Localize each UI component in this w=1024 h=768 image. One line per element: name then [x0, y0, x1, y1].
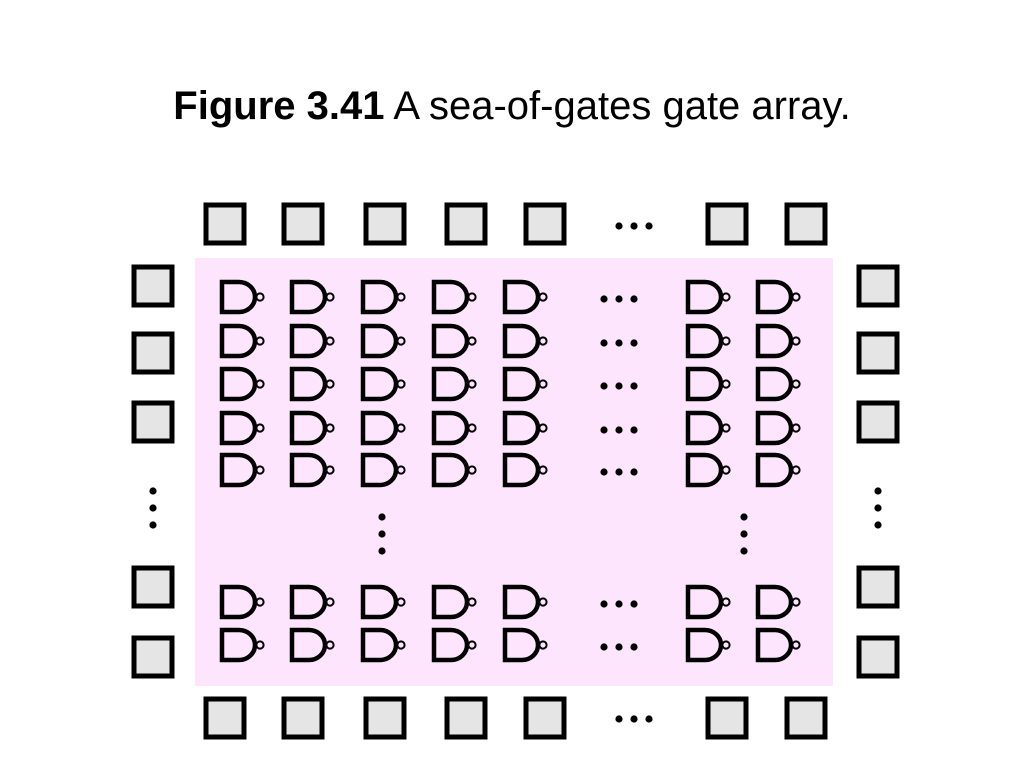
figure-caption-text: A sea-of-gates gate array.: [393, 84, 851, 128]
ellipsis-pads-bottom: [615, 715, 653, 723]
io-pad-left: [131, 331, 175, 375]
nand-gate-icon: [431, 452, 477, 488]
io-pad-bottom: [363, 696, 407, 740]
io-pad-left: [131, 400, 175, 444]
io-pad-right: [856, 331, 900, 375]
nand-gate-icon: [502, 584, 548, 620]
figure-caption: Figure 3.41 A sea-of-gates gate array.: [0, 84, 1024, 129]
figure-label: Figure 3.41: [173, 84, 385, 128]
io-pad-top: [444, 202, 488, 246]
nand-gate-icon: [502, 323, 548, 359]
nand-gate-icon: [219, 366, 265, 402]
nand-gate-icon: [685, 410, 731, 446]
io-pad-bottom: [444, 696, 488, 740]
ellipsis-gate-column: [378, 513, 386, 555]
nand-gate-icon: [755, 452, 801, 488]
nand-gate-icon: [219, 410, 265, 446]
io-pad-right: [856, 565, 900, 609]
nand-gate-icon: [755, 323, 801, 359]
io-pad-top: [705, 202, 749, 246]
io-pad-top: [363, 202, 407, 246]
nand-gate-icon: [755, 366, 801, 402]
gate-grid: [219, 279, 801, 663]
nand-gate-icon: [289, 410, 335, 446]
nand-gate-icon: [502, 410, 548, 446]
nand-gate-icon: [685, 584, 731, 620]
io-pad-bottom: [203, 696, 247, 740]
nand-gate-icon: [502, 452, 548, 488]
nand-gate-icon: [755, 584, 801, 620]
nand-gate-icon: [685, 366, 731, 402]
nand-gate-icon: [502, 627, 548, 663]
nand-gate-icon: [685, 279, 731, 315]
nand-gate-icon: [289, 452, 335, 488]
nand-gate-icon: [219, 279, 265, 315]
nand-gate-icon: [289, 627, 335, 663]
nand-gate-icon: [431, 366, 477, 402]
nand-gate-icon: [360, 452, 406, 488]
nand-gate-icon: [431, 410, 477, 446]
gate-array-core: [195, 258, 833, 686]
io-pad-bottom: [281, 696, 325, 740]
nand-gate-icon: [360, 366, 406, 402]
ellipsis-gate-row: [600, 339, 638, 347]
nand-gate-icon: [219, 627, 265, 663]
io-pad-top: [784, 202, 828, 246]
nand-gate-icon: [431, 279, 477, 315]
nand-gate-icon: [360, 584, 406, 620]
ellipsis-gate-column: [740, 513, 748, 555]
ellipsis-pads-right: [874, 487, 882, 529]
io-pad-left: [131, 565, 175, 609]
nand-gate-icon: [219, 584, 265, 620]
nand-gate-icon: [431, 584, 477, 620]
io-pad-right: [856, 400, 900, 444]
nand-gate-icon: [289, 323, 335, 359]
nand-gate-icon: [219, 452, 265, 488]
nand-gate-icon: [360, 627, 406, 663]
nand-gate-icon: [755, 410, 801, 446]
nand-gate-icon: [431, 323, 477, 359]
nand-gate-icon: [289, 366, 335, 402]
ellipsis-pads-top: [615, 222, 653, 230]
io-pad-bottom: [784, 696, 828, 740]
ellipsis-gate-row: [600, 295, 638, 303]
io-pad-top: [203, 202, 247, 246]
nand-gate-icon: [685, 452, 731, 488]
ellipsis-gate-row: [600, 468, 638, 476]
nand-gate-icon: [289, 584, 335, 620]
nand-gate-icon: [431, 627, 477, 663]
io-pad-bottom: [705, 696, 749, 740]
nand-gate-icon: [360, 279, 406, 315]
io-pad-left: [131, 635, 175, 679]
nand-gate-icon: [360, 410, 406, 446]
io-pad-bottom: [523, 696, 567, 740]
ellipsis-gate-row: [600, 600, 638, 608]
ellipsis-gate-row: [600, 426, 638, 434]
nand-gate-icon: [360, 323, 406, 359]
io-pad-right: [856, 264, 900, 308]
ellipsis-markers: [149, 222, 882, 723]
nand-gate-icon: [685, 627, 731, 663]
ellipsis-pads-left: [149, 487, 157, 529]
ellipsis-gate-row: [600, 382, 638, 390]
io-pad-right: [856, 635, 900, 679]
nand-gate-icon: [502, 366, 548, 402]
nand-gate-icon: [219, 323, 265, 359]
nand-gate-icon: [502, 279, 548, 315]
nand-gate-icon: [755, 279, 801, 315]
io-pad-top: [281, 202, 325, 246]
io-pad-ring: [131, 202, 900, 740]
nand-gate-icon: [685, 323, 731, 359]
io-pad-top: [523, 202, 567, 246]
nand-gate-icon: [755, 627, 801, 663]
nand-gate-icon: [289, 279, 335, 315]
ellipsis-gate-row: [600, 643, 638, 651]
io-pad-left: [131, 264, 175, 308]
